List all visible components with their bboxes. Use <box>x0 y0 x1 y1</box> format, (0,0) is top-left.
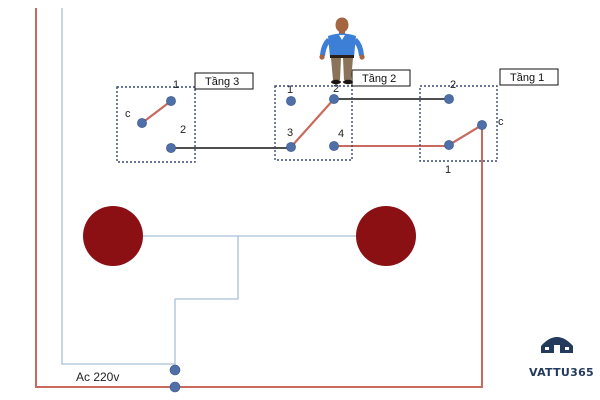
floor2-title: Tầng 2 <box>362 73 396 85</box>
floor2-terminal-1 <box>286 96 296 106</box>
supply-terminal-neutral <box>169 364 181 376</box>
floor1-title-box: Tầng 1 <box>499 68 559 86</box>
house-logo-icon <box>541 337 573 353</box>
floor2-terminal-4 <box>329 141 339 151</box>
floor1-label-1: 1 <box>445 164 451 176</box>
floor1-title: Tầng 1 <box>510 72 544 84</box>
floor3-switch-lever <box>140 99 173 125</box>
floor2-label-2: 2 <box>333 83 339 95</box>
person-icon <box>319 17 365 85</box>
floor3-label-1: 1 <box>173 79 179 91</box>
floor2-label-1: 1 <box>287 84 293 96</box>
terminal-labels: 1 c 2 1 2 3 4 2 c 1 <box>125 79 504 176</box>
traveler-wiring <box>171 98 449 149</box>
floor2-terminal-3 <box>286 142 296 152</box>
floor3-title-box: Tầng 3 <box>194 72 254 90</box>
live-left-riser <box>35 8 483 388</box>
floor3-terminal-2 <box>166 143 176 153</box>
live-wiring <box>35 8 483 388</box>
floor3-title: Tầng 3 <box>205 76 239 88</box>
lamp-icon <box>356 206 416 266</box>
neutral-wiring <box>61 8 360 370</box>
brand-logo: VATTU365 <box>529 337 594 379</box>
floor1-switch-lever <box>447 123 484 147</box>
floor1-label-2: 2 <box>450 79 456 91</box>
floor3-terminal-c <box>137 118 147 128</box>
switch-boxes <box>116 85 498 163</box>
floor3-label-2: 2 <box>180 124 186 136</box>
brand-name: VATTU365 <box>529 366 594 379</box>
floor2-title-box: Tầng 2 <box>351 69 411 87</box>
supply-label: Ac 220v <box>76 370 119 384</box>
floor3-label-c: c <box>125 108 131 120</box>
neutral-left-riser <box>61 8 175 365</box>
floor3-terminal-1 <box>166 96 176 106</box>
floor1-terminal-2 <box>444 94 454 104</box>
floor2-label-3: 3 <box>287 127 293 139</box>
floor2-switch-lever <box>289 97 336 149</box>
floor2-label-4: 4 <box>338 128 344 140</box>
floor1-label-c: c <box>498 116 504 128</box>
switch-box-floor3 <box>116 86 196 163</box>
neutral-drop-to-supply <box>174 236 239 370</box>
lamp-icon <box>83 206 143 266</box>
floor1-terminal-1 <box>444 140 454 150</box>
terminals <box>137 94 487 393</box>
floor2-terminal-2 <box>329 94 339 104</box>
floor1-terminal-c <box>477 120 487 130</box>
switch-box-floor2 <box>274 85 353 161</box>
supply-terminal-live <box>169 381 181 393</box>
switch-levers <box>140 97 484 149</box>
